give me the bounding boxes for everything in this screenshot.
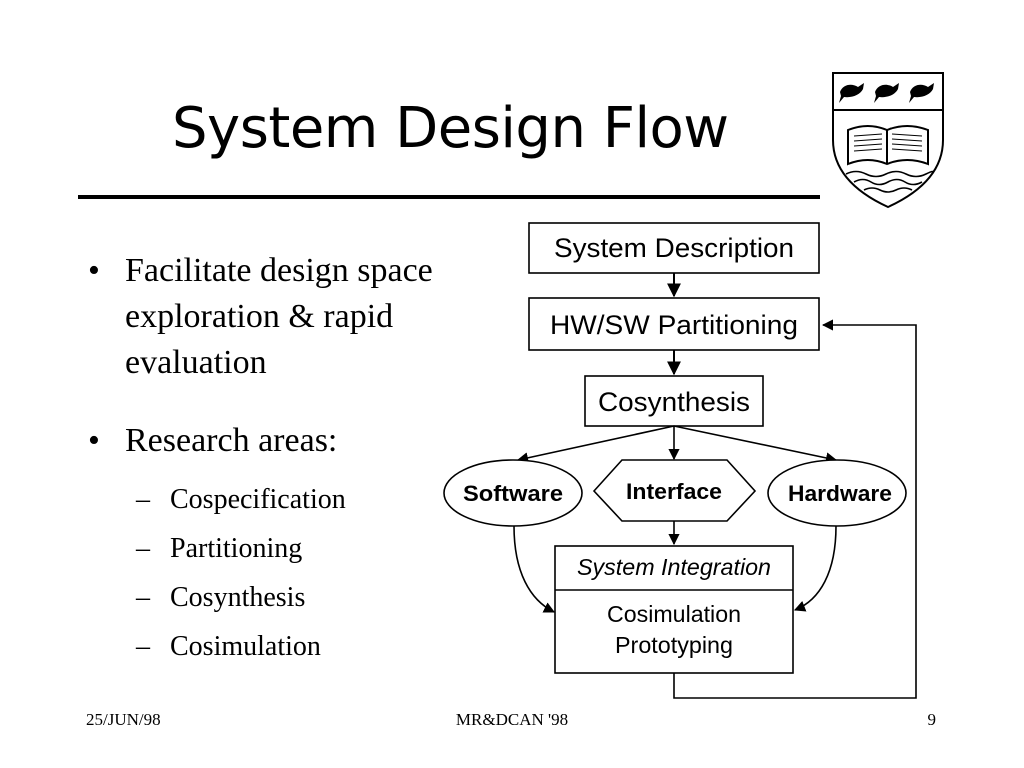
sub-bullet-text: Cospecification xyxy=(170,484,346,515)
bullet-text: Research areas: xyxy=(125,422,338,459)
partitioning-box xyxy=(528,297,820,351)
sub-bullet-text: Cosynthesis xyxy=(170,582,306,613)
sub-bullet-text: Cosimulation xyxy=(170,631,321,662)
cosynthesis-box xyxy=(584,375,764,427)
prototyping-label: Prototyping xyxy=(615,632,733,658)
sub-bullet-item: – Partitioning xyxy=(136,529,496,578)
bullet-marker: • xyxy=(88,252,100,289)
system-description-label: System Description xyxy=(554,233,794,263)
system-integration-box xyxy=(554,545,794,674)
shield-crest-icon xyxy=(832,72,944,209)
footer-center: MR&DCAN '98 xyxy=(455,710,569,729)
cosimulation-label: Cosimulation xyxy=(607,601,741,627)
sub-bullet-marker: – xyxy=(136,582,150,613)
hardware-node xyxy=(767,459,907,527)
system-integration-title: System Integration xyxy=(577,554,771,580)
sub-bullet-item: – Cosimulation xyxy=(136,627,496,676)
page-number: 9 xyxy=(927,710,937,729)
feedback-arrow xyxy=(673,319,917,699)
flow-arrow xyxy=(673,425,838,464)
sub-bullet-text: Partitioning xyxy=(170,533,303,564)
flow-arrow xyxy=(793,525,837,612)
flow-arrow xyxy=(513,525,556,613)
sub-bullet-marker: – xyxy=(136,533,150,564)
software-node xyxy=(443,459,583,527)
bullet-text: Facilitate design space exploration & ra… xyxy=(125,252,433,381)
title-rule xyxy=(78,195,820,199)
interface-label: Interface xyxy=(626,479,722,504)
sub-bullet-marker: – xyxy=(136,484,150,515)
cosynthesis-label: Cosynthesis xyxy=(598,387,750,417)
interface-node xyxy=(592,459,757,522)
sub-bullet-list: – Cospecification – Partitioning – Cosyn… xyxy=(136,480,496,676)
bullet-marker: • xyxy=(88,422,100,459)
partitioning-label: HW/SW Partitioning xyxy=(550,310,798,340)
footer-date: 25/JUN/98 xyxy=(86,710,161,729)
slide-title: System Design Flow xyxy=(172,96,729,161)
hardware-label: Hardware xyxy=(788,481,892,506)
software-label: Software xyxy=(463,481,563,506)
flow-arrow xyxy=(516,425,675,464)
sub-bullet-marker: – xyxy=(136,631,150,662)
sub-bullet-item: – Cospecification xyxy=(136,480,496,529)
sub-bullet-item: – Cosynthesis xyxy=(136,578,496,627)
